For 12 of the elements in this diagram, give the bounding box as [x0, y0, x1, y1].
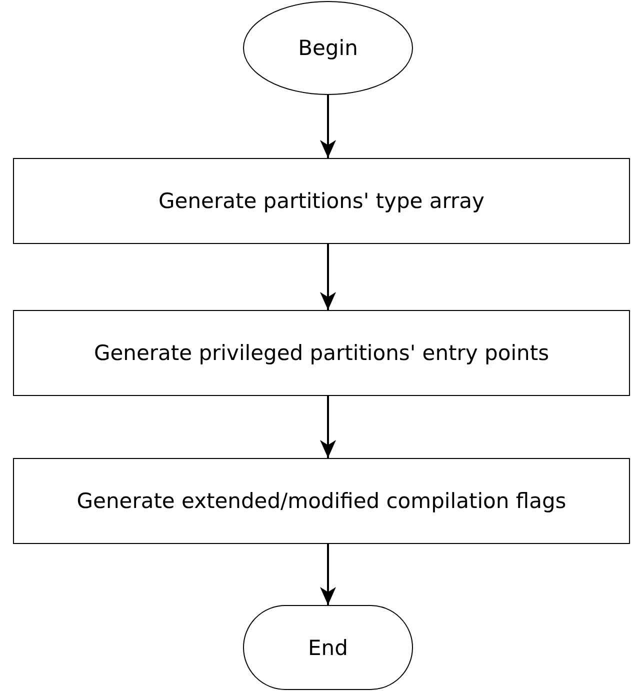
arrow: [320, 544, 336, 605]
process-box: [13, 458, 630, 544]
process-box: [13, 310, 630, 396]
node-label: Generate partitions' type array: [158, 189, 484, 213]
arrow: [320, 95, 336, 158]
arrow: [320, 244, 336, 310]
arrow: [320, 396, 336, 458]
process-box: [13, 158, 630, 244]
node-label: Begin: [298, 36, 358, 60]
node-label: Generate privileged partitions' entry points: [94, 341, 550, 365]
node-label: Generate extended/modified compilation flags: [76, 489, 566, 513]
node-label: End: [308, 636, 348, 660]
